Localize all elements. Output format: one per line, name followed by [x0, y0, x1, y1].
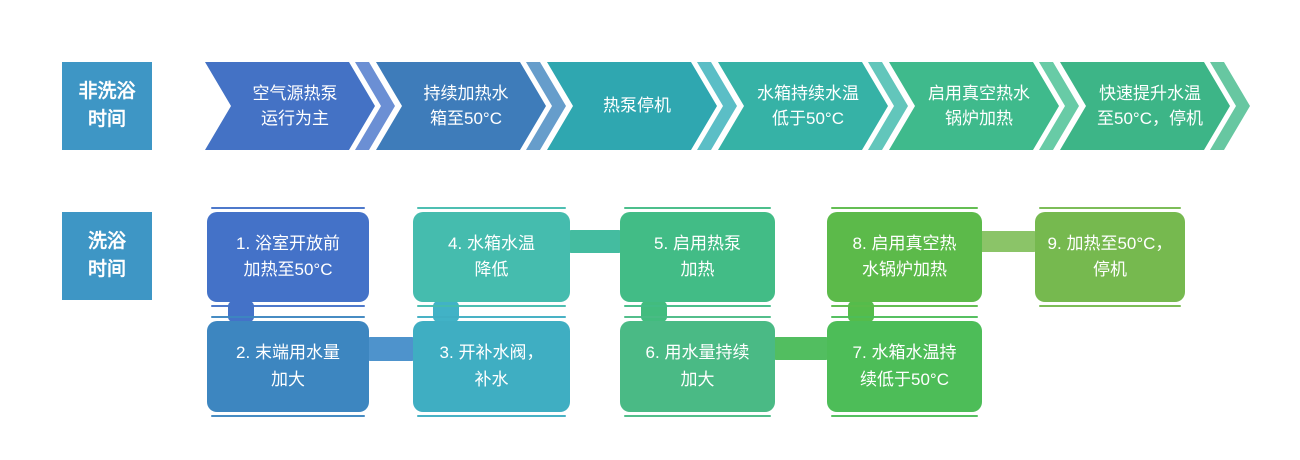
process-box-2-label: 2. 末端用水量 加大 — [236, 343, 340, 389]
process-box-6: 6. 用水量持续 加大 — [620, 316, 775, 417]
process-box-9-label: 9. 加热至50°C， 停机 — [1047, 233, 1173, 279]
process-box-7: 7. 水箱水温持 续低于50°C — [827, 316, 982, 417]
process-box-3-label: 3. 开补水阀， 补水 — [439, 343, 544, 389]
chevron-step-6: 快速提升水温 至50°C，停机 — [1060, 62, 1250, 150]
chevron-step-1-shape: 空气源热泵 运行为主 — [205, 62, 375, 150]
non-bathing-time-label: 非洗浴 时间 — [62, 62, 152, 150]
chevron-step-4-label: 水箱持续水温 低于50°C — [757, 83, 859, 129]
process-box-8-label: 8. 启用真空热 水锅炉加热 — [852, 233, 957, 279]
chevron-step-6-shape: 快速提升水温 至50°C，停机 — [1060, 62, 1230, 150]
process-box-4-label: 4. 水箱水温 降低 — [448, 233, 535, 279]
chevron-step-5-label: 启用真空热水 锅炉加热 — [928, 83, 1030, 129]
chevron-step-2-label: 持续加热水 箱至50°C — [423, 83, 509, 129]
chevron-step-5: 启用真空热水 锅炉加热 — [889, 62, 1079, 150]
connector-8-9 — [978, 231, 1037, 252]
chevron-step-6-label: 快速提升水温 至50°C，停机 — [1097, 83, 1203, 129]
chevron-step-3: 热泵停机 — [547, 62, 737, 150]
process-box-8: 8. 启用真空热 水锅炉加热 — [827, 207, 982, 307]
chevron-step-2-shape: 持续加热水 箱至50°C — [376, 62, 546, 150]
process-box-9: 9. 加热至50°C， 停机 — [1035, 207, 1185, 307]
process-box-3: 3. 开补水阀， 补水 — [413, 316, 570, 417]
connector-6-7 — [773, 337, 829, 360]
chevron-step-5-shape: 启用真空热水 锅炉加热 — [889, 62, 1059, 150]
connector-2-3 — [367, 337, 415, 361]
process-box-5: 5. 启用热泵 加热 — [620, 207, 775, 307]
process-box-1-label: 1. 浴室开放前 加热至50°C — [236, 233, 340, 279]
chevron-step-1: 空气源热泵 运行为主 — [205, 62, 395, 150]
chevron-step-2: 持续加热水 箱至50°C — [376, 62, 566, 150]
process-box-7-label: 7. 水箱水温持 续低于50°C — [852, 343, 957, 389]
process-box-2: 2. 末端用水量 加大 — [207, 316, 369, 417]
non-bathing-chevron-flow: 空气源热泵 运行为主 持续加热水 箱至50°C 热泵停机 水箱持续水温 低于50… — [205, 62, 1250, 150]
process-box-6-label: 6. 用水量持续 加大 — [645, 343, 750, 389]
chevron-step-3-shape: 热泵停机 — [547, 62, 717, 150]
process-box-4: 4. 水箱水温 降低 — [413, 207, 570, 307]
chevron-step-3-label: 热泵停机 — [603, 96, 671, 116]
process-box-1: 1. 浴室开放前 加热至50°C — [207, 207, 369, 307]
chevron-step-4: 水箱持续水温 低于50°C — [718, 62, 908, 150]
chevron-step-4-shape: 水箱持续水温 低于50°C — [718, 62, 888, 150]
process-box-5-label: 5. 启用热泵 加热 — [654, 233, 741, 279]
chevron-step-1-label: 空气源热泵 运行为主 — [252, 83, 338, 129]
bathing-time-label: 洗浴 时间 — [62, 212, 152, 300]
connector-4-5 — [568, 230, 622, 253]
